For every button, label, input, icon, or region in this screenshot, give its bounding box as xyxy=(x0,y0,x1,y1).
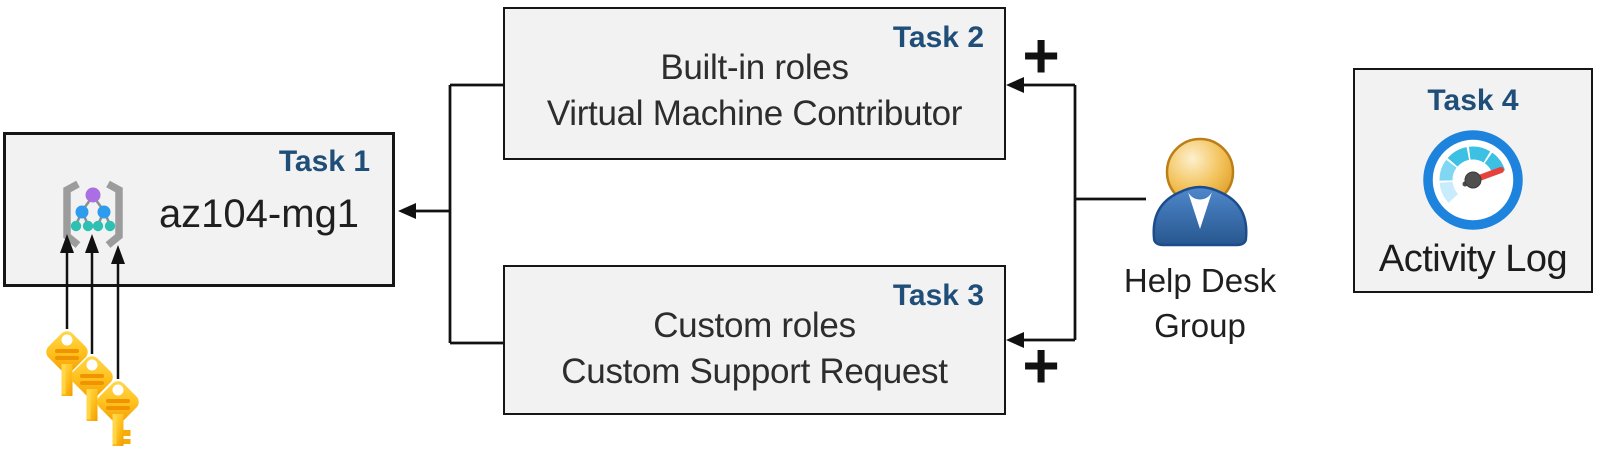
leaf-node xyxy=(104,220,116,232)
management-group-icon xyxy=(63,180,123,248)
tree-edges xyxy=(74,195,112,226)
child-node xyxy=(75,205,89,219)
gauge-segment xyxy=(1439,181,1459,203)
task2-line1: Built-in roles xyxy=(660,48,849,87)
child-node xyxy=(97,205,111,219)
key-teeth xyxy=(123,430,131,444)
task3-badge: Task 3 xyxy=(892,279,984,312)
task1-badge: Task 1 xyxy=(278,145,370,178)
bracket-connector-left xyxy=(414,83,503,345)
root-node xyxy=(85,187,101,203)
task4-caption: Activity Log xyxy=(1378,238,1568,280)
person-collar xyxy=(1188,192,1212,229)
task2-box: Task 2 Built-in roles Virtual Machine Co… xyxy=(503,7,1006,160)
arrowhead-to-task3 xyxy=(1006,332,1024,348)
gauge-segment xyxy=(1439,159,1457,181)
bracket-right xyxy=(105,180,123,248)
leaf-node xyxy=(92,220,104,232)
arrowhead-to-task2 xyxy=(1006,77,1024,93)
plus-sign-bottom: + xyxy=(1022,329,1060,402)
task2-line2: Virtual Machine Contributor xyxy=(546,94,963,133)
actor-label-line2: Group xyxy=(1154,307,1246,344)
management-group-name: az104-mg1 xyxy=(158,192,360,236)
activity-log-gauge-icon xyxy=(1423,130,1523,230)
leaf-node xyxy=(82,220,94,232)
task3-line1: Custom roles xyxy=(653,306,856,345)
plus-sign-top: + xyxy=(1022,19,1060,92)
arrowhead-to-task1 xyxy=(398,203,416,219)
gauge-hub xyxy=(1464,171,1482,189)
key-icon xyxy=(42,327,92,396)
leaf-node xyxy=(70,220,82,232)
actor-label-line1: Help Desk xyxy=(1123,262,1277,299)
key-icon xyxy=(67,352,117,421)
task3-line2: Custom Support Request xyxy=(561,352,948,391)
task4-badge: Task 4 xyxy=(1427,84,1519,117)
gauge-segment xyxy=(1447,147,1470,167)
gauge-segment xyxy=(1468,146,1491,163)
task1-box: Task 1 az104-mg1 xyxy=(3,132,395,287)
task2-badge: Task 2 xyxy=(892,21,984,54)
task3-box: Task 3 Custom roles Custom Support Reque… xyxy=(503,265,1006,415)
key-icon xyxy=(93,377,143,446)
task4-box: Task 4 Activity Log xyxy=(1353,68,1593,293)
user-person-icon xyxy=(1152,137,1248,247)
